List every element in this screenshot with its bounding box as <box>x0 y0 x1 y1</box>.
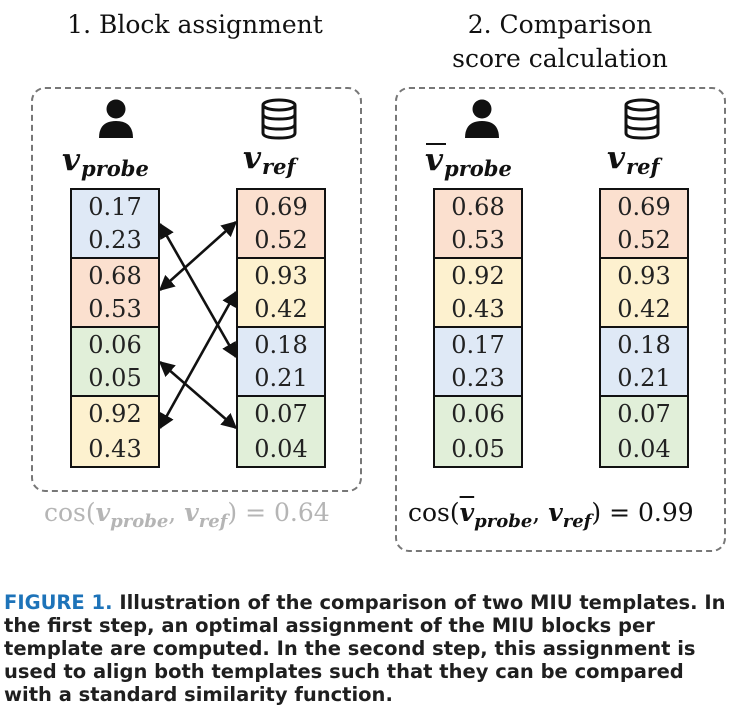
formula-sep: , <box>168 498 185 527</box>
template-block: 0.07 0.04 <box>601 397 687 466</box>
figure-caption-text: Illustration of the comparison of two MI… <box>4 591 726 706</box>
template-block: 0.06 0.05 <box>435 397 521 466</box>
block-value: 0.17 <box>88 192 142 221</box>
v-probe-aligned-label: vprobe <box>425 142 512 181</box>
block-value: 0.17 <box>451 330 505 359</box>
block-value: 0.04 <box>617 434 671 463</box>
figure-label: FIGURE 1. <box>4 591 113 614</box>
formula-a: v <box>459 498 475 527</box>
formula-b-sub: ref <box>562 511 592 532</box>
block-value: 0.23 <box>88 226 142 255</box>
figure-caption: FIGURE 1. Illustration of the comparison… <box>4 591 726 706</box>
template-block: 0.93 0.42 <box>238 259 324 328</box>
v-probe-label: vprobe <box>62 142 149 181</box>
block-value: 0.21 <box>254 364 308 393</box>
formula-prefix: cos( <box>44 498 96 527</box>
block-value: 0.68 <box>451 192 505 221</box>
block-value: 0.92 <box>88 400 142 429</box>
database-icon <box>624 98 660 140</box>
formula-a: v <box>95 498 111 527</box>
block-value: 0.07 <box>617 400 671 429</box>
left-panel-box <box>31 87 362 492</box>
assignment-arrow-4 <box>158 290 238 430</box>
database-icon <box>261 98 297 140</box>
formula-b-sub: ref <box>198 511 228 532</box>
ref-template-column: 0.69 0.52 0.93 0.42 0.18 0.21 0.07 0.04 <box>599 188 689 468</box>
block-value: 0.23 <box>451 364 505 393</box>
template-block: 0.17 0.23 <box>72 190 158 259</box>
block-value: 0.93 <box>617 261 671 290</box>
block-value: 0.42 <box>254 295 308 324</box>
block-value: 0.93 <box>254 261 308 290</box>
formula-a-sub: probe <box>474 511 533 532</box>
block-value: 0.07 <box>254 400 308 429</box>
aligned-probe-template-column: 0.68 0.53 0.92 0.43 0.17 0.23 0.06 0.05 <box>433 188 523 468</box>
block-value: 0.18 <box>617 330 671 359</box>
block-value: 0.43 <box>451 295 505 324</box>
formula-b: v <box>548 498 563 527</box>
comparison-score-title-line2: score calculation <box>452 44 668 73</box>
person-icon <box>465 99 499 138</box>
block-value: 0.52 <box>254 226 308 255</box>
template-block: 0.69 0.52 <box>238 190 324 259</box>
block-value: 0.21 <box>617 364 671 393</box>
formula-suffix: ) = 0.99 <box>591 498 694 527</box>
template-block: 0.68 0.53 <box>72 259 158 328</box>
ref-template-column: 0.69 0.52 0.93 0.42 0.18 0.21 0.07 0.04 <box>236 188 326 468</box>
probe-template-column: 0.17 0.23 0.68 0.53 0.06 0.05 0.92 0.43 <box>70 188 160 468</box>
person-icon <box>99 99 133 138</box>
v-ref-label: vref <box>607 140 660 179</box>
block-value: 0.53 <box>88 295 142 324</box>
assignment-arrow-1 <box>158 222 238 359</box>
template-block: 0.68 0.53 <box>435 190 521 259</box>
formula-suffix: ) = 0.64 <box>227 498 330 527</box>
block-value: 0.92 <box>451 261 505 290</box>
assignment-arrows <box>158 220 238 430</box>
block-value: 0.69 <box>617 192 671 221</box>
template-block: 0.92 0.43 <box>72 397 158 466</box>
comparison-score-title: 2. Comparison score calculation <box>400 8 720 76</box>
assignment-arrow-3 <box>158 360 238 430</box>
template-block: 0.07 0.04 <box>238 397 324 466</box>
block-value: 0.42 <box>617 295 671 324</box>
template-block: 0.69 0.52 <box>601 190 687 259</box>
template-block: 0.18 0.21 <box>238 328 324 397</box>
formula-prefix: cos( <box>408 498 460 527</box>
block-assignment-title: 1. Block assignment <box>67 10 323 39</box>
formula-a-sub: probe <box>110 511 169 532</box>
block-value: 0.06 <box>88 330 142 359</box>
template-block: 0.06 0.05 <box>72 328 158 397</box>
template-block: 0.17 0.23 <box>435 328 521 397</box>
assignment-arrow-2 <box>158 220 238 292</box>
block-value: 0.53 <box>451 226 505 255</box>
template-block: 0.92 0.43 <box>435 259 521 328</box>
block-value: 0.04 <box>254 434 308 463</box>
block-value: 0.05 <box>451 434 505 463</box>
right-similarity-formula: cos(vprobe, vref) = 0.99 <box>408 498 694 532</box>
template-block: 0.18 0.21 <box>601 328 687 397</box>
comparison-score-title-line1: 2. Comparison <box>467 10 653 39</box>
formula-b: v <box>184 498 199 527</box>
block-value: 0.18 <box>254 330 308 359</box>
block-value: 0.43 <box>88 434 142 463</box>
v-ref-label: vref <box>243 140 296 179</box>
formula-sep: , <box>532 498 549 527</box>
block-value: 0.05 <box>88 364 142 393</box>
left-similarity-formula: cos(vprobe, vref) = 0.64 <box>44 498 330 532</box>
block-value: 0.52 <box>617 226 671 255</box>
block-value: 0.68 <box>88 261 142 290</box>
right-panel-box <box>395 87 726 552</box>
template-block: 0.93 0.42 <box>601 259 687 328</box>
block-value: 0.06 <box>451 400 505 429</box>
block-value: 0.69 <box>254 192 308 221</box>
